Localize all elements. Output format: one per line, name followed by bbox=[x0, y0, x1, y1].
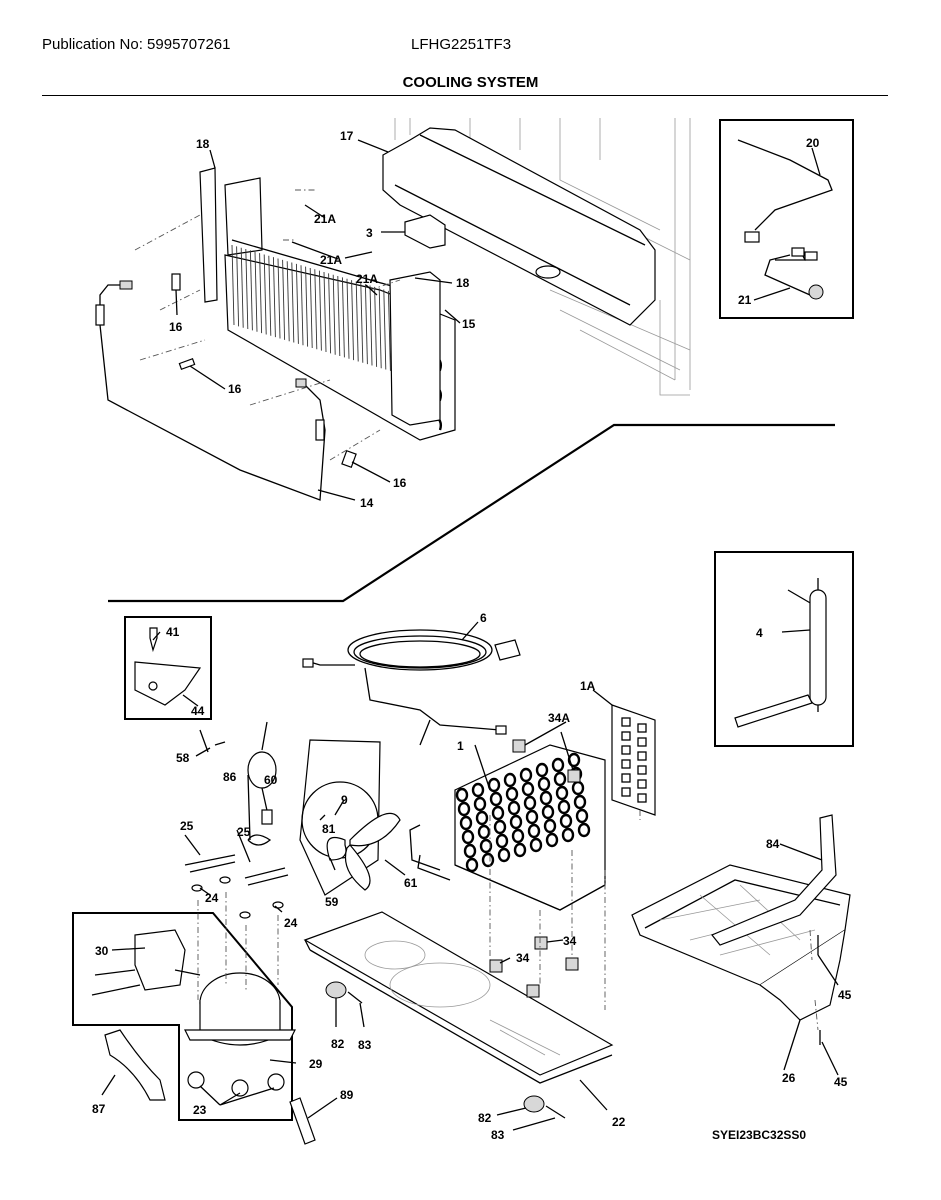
callout-83: 83 bbox=[358, 1038, 372, 1052]
power-cord-6 bbox=[302, 629, 521, 746]
callout-23: 23 bbox=[193, 1103, 207, 1117]
clips-16 bbox=[171, 273, 357, 469]
callout-61: 61 bbox=[404, 876, 418, 890]
callout-34: 34 bbox=[563, 934, 577, 948]
callout-18: 18 bbox=[196, 137, 210, 151]
callout-86: 86 bbox=[223, 770, 237, 784]
callout-26: 26 bbox=[782, 1071, 796, 1085]
callout-9: 9 bbox=[341, 793, 348, 807]
callout-6: 6 bbox=[480, 611, 487, 625]
clips-25-24 bbox=[184, 854, 289, 919]
callout-labels: 18 17 20 21A 3 21A 21A 18 21 16 15 16 16… bbox=[92, 129, 852, 1142]
callout-81: 81 bbox=[322, 822, 336, 836]
bracket-part-3 bbox=[404, 214, 446, 249]
evaporator-cover bbox=[382, 127, 656, 326]
compressor-inset-29 bbox=[72, 912, 296, 1121]
callout-20: 20 bbox=[806, 136, 820, 150]
callout-59: 59 bbox=[325, 895, 339, 909]
drain-pan-26 bbox=[631, 814, 851, 1045]
inset-box-drier bbox=[714, 551, 854, 747]
callout-82: 82 bbox=[478, 1111, 492, 1125]
section-divider bbox=[108, 423, 835, 603]
callout-16: 16 bbox=[169, 320, 183, 334]
callout-84: 84 bbox=[766, 837, 780, 851]
inset-box-screw-bracket bbox=[124, 616, 212, 720]
callout-60: 60 bbox=[264, 773, 278, 787]
callout-30: 30 bbox=[95, 944, 109, 958]
callout-17: 17 bbox=[340, 129, 354, 143]
callout-16: 16 bbox=[393, 476, 407, 490]
callout-41: 41 bbox=[166, 625, 180, 639]
callout-14: 14 bbox=[360, 496, 374, 510]
callout-44: 44 bbox=[191, 704, 205, 718]
callout-21a: 21A bbox=[356, 272, 378, 286]
callout-16: 16 bbox=[228, 382, 242, 396]
tube-89 bbox=[289, 1097, 316, 1145]
callout-34a: 34A bbox=[548, 711, 570, 725]
callout-25: 25 bbox=[237, 825, 251, 839]
callout-22: 22 bbox=[612, 1115, 626, 1129]
header-rule bbox=[42, 95, 888, 96]
lower-dashed-leaders bbox=[197, 810, 819, 1031]
page-title: COOLING SYSTEM bbox=[402, 74, 539, 91]
callout-87: 87 bbox=[92, 1102, 106, 1116]
callout-21: 21 bbox=[738, 293, 752, 307]
callout-83: 83 bbox=[491, 1128, 505, 1142]
bracket-1a bbox=[611, 704, 656, 816]
callout-45: 45 bbox=[834, 1075, 848, 1089]
callout-29: 29 bbox=[309, 1057, 323, 1071]
callout-24: 24 bbox=[205, 891, 219, 905]
callout-4: 4 bbox=[756, 626, 763, 640]
grommets-34-82 bbox=[325, 936, 579, 1119]
condenser-coil-1 bbox=[454, 744, 606, 911]
callout-24: 24 bbox=[284, 916, 298, 930]
callout-leaders bbox=[101, 139, 839, 1131]
callout-3: 3 bbox=[366, 226, 373, 240]
callout-18: 18 bbox=[456, 276, 470, 290]
heater-harness-14 bbox=[95, 280, 326, 501]
inset-box-thermistor bbox=[719, 119, 854, 319]
callout-89: 89 bbox=[340, 1088, 354, 1102]
upper-dashed-leaders bbox=[134, 189, 401, 461]
callout-34: 34 bbox=[516, 951, 530, 965]
callout-82: 82 bbox=[331, 1037, 345, 1051]
grommets-34a bbox=[512, 739, 581, 783]
clip-18-left bbox=[199, 167, 218, 303]
callout-21a: 21A bbox=[314, 212, 336, 226]
model-number: LFHG2251TF3 bbox=[411, 36, 512, 53]
publication-number: Publication No: 5995707261 bbox=[42, 36, 231, 53]
evaporator-coil bbox=[224, 177, 456, 441]
callout-1a: 1A bbox=[580, 679, 596, 693]
callout-25: 25 bbox=[180, 819, 194, 833]
callout-1: 1 bbox=[457, 739, 464, 753]
callout-45: 45 bbox=[838, 988, 852, 1002]
callout-15: 15 bbox=[462, 317, 476, 331]
base-plate-22 bbox=[303, 911, 614, 1084]
callout-21a: 21A bbox=[320, 253, 342, 267]
fan-shroud-motor bbox=[199, 729, 451, 896]
callout-58: 58 bbox=[176, 751, 190, 765]
diagram-code: SYEI23BC32SS0 bbox=[712, 1128, 806, 1142]
